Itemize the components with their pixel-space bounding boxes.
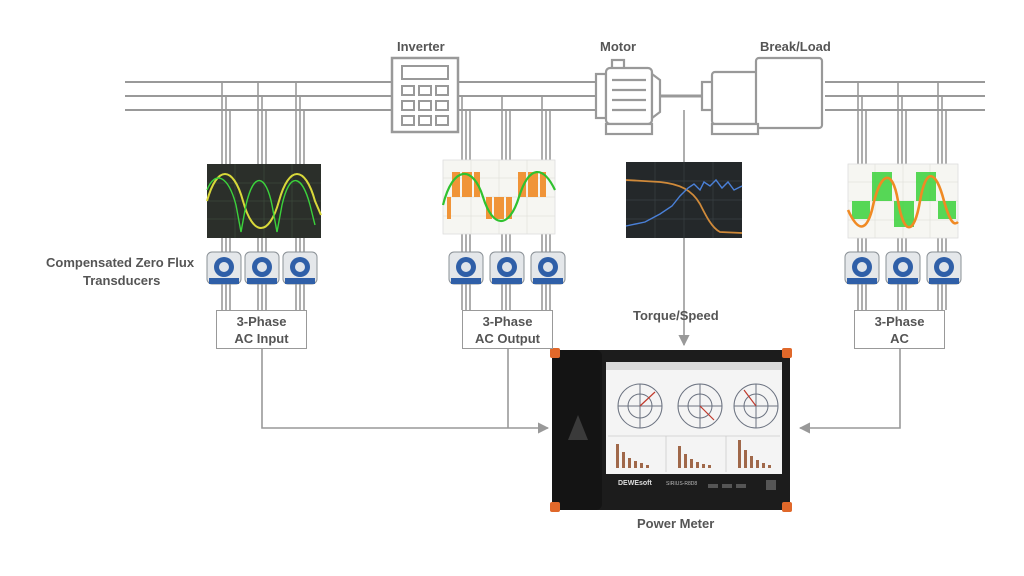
transducer-group-ac <box>844 251 962 285</box>
three-phase-ac-box: 3-Phase AC <box>854 310 945 349</box>
transducer-group-input <box>206 251 318 285</box>
brake-load-icon <box>700 56 824 136</box>
transducer-icon <box>844 251 880 285</box>
three-phase-ac-output-box: 3-Phase AC Output <box>462 310 553 349</box>
transducer-icon <box>282 251 318 285</box>
transducer-icon <box>448 251 484 285</box>
harmonic-bars <box>616 440 771 468</box>
transducer-icon <box>885 251 921 285</box>
output-waveform-scope <box>441 159 556 235</box>
ac-waveform-scope <box>846 163 959 239</box>
input-waveform-scope <box>206 164 322 238</box>
inverter-label: Inverter <box>397 39 445 54</box>
transducer-icon <box>489 251 525 285</box>
box-line: AC Input <box>234 331 289 346</box>
box-line: 3-Phase <box>236 314 287 329</box>
transducer-icon <box>206 251 242 285</box>
box-line: AC <box>890 331 909 346</box>
power-meter-label: Power Meter <box>637 516 715 531</box>
motor-icon <box>594 58 662 136</box>
box-line: 3-Phase <box>874 314 925 329</box>
box-line: AC Output <box>475 331 540 346</box>
transducer-icon <box>926 251 962 285</box>
transducer-group-output <box>448 251 566 285</box>
brake-load-label: Break/Load <box>760 39 831 54</box>
power-meter-device <box>550 348 792 512</box>
power-meter-brand: DEWEsoft <box>618 480 652 487</box>
box-line: 3-Phase <box>482 314 533 329</box>
inverter-icon <box>390 56 460 134</box>
torque-speed-label: Torque/Speed <box>633 308 719 323</box>
transducers-label-line1: Compensated Zero Flux <box>46 255 195 270</box>
motor-label: Motor <box>600 39 637 54</box>
transducers-label-line2: Transducers <box>83 273 161 288</box>
signal-connections <box>261 110 901 434</box>
three-phase-ac-input-box: 3-Phase AC Input <box>216 310 307 349</box>
power-meter-model: SIRIUS-R8D8 <box>666 481 698 487</box>
three-phase-bus <box>125 81 985 111</box>
torque-speed-scope <box>625 162 743 238</box>
transducer-icon <box>244 251 280 285</box>
transducer-icon <box>530 251 566 285</box>
